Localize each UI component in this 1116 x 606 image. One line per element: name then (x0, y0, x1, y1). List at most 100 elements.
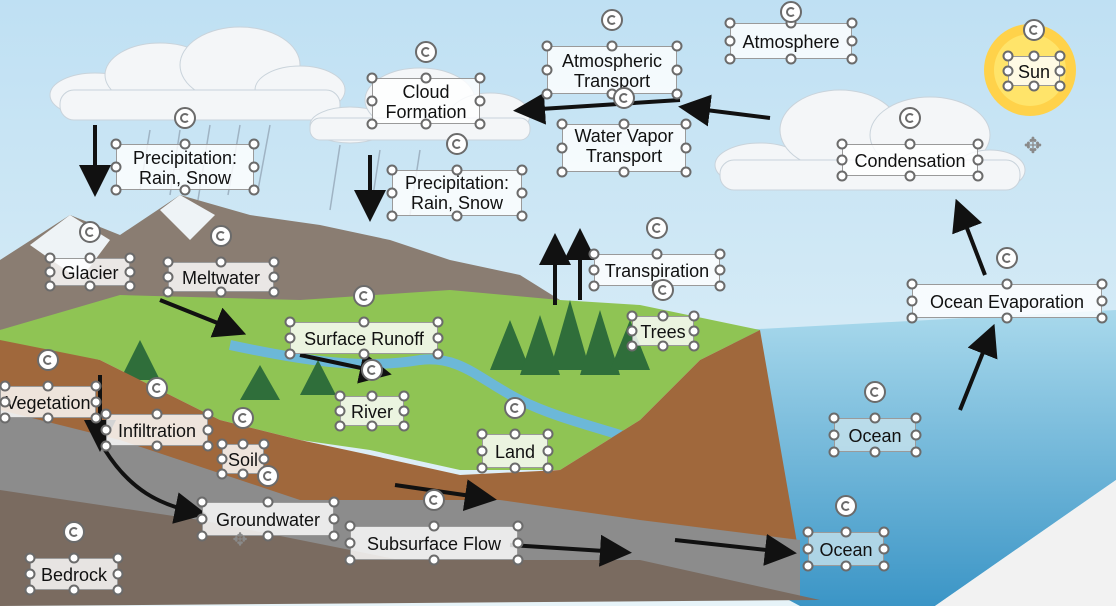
resize-handle-icon[interactable] (196, 513, 208, 525)
resize-handle-icon[interactable] (386, 210, 398, 222)
resize-handle-icon[interactable] (476, 428, 488, 440)
resize-handle-icon[interactable] (972, 154, 984, 166)
rotate-handle-icon[interactable] (504, 397, 526, 419)
resize-handle-icon[interactable] (1096, 312, 1108, 324)
resize-handle-icon[interactable] (828, 429, 840, 441)
resize-handle-icon[interactable] (618, 166, 630, 178)
resize-handle-icon[interactable] (542, 445, 554, 457)
resize-handle-icon[interactable] (432, 316, 444, 328)
rotate-handle-icon[interactable] (835, 495, 857, 517)
resize-handle-icon[interactable] (284, 332, 296, 344)
resize-handle-icon[interactable] (344, 537, 356, 549)
rotate-handle-icon[interactable] (780, 1, 802, 23)
resize-handle-icon[interactable] (671, 40, 683, 52)
resize-handle-icon[interactable] (1096, 278, 1108, 290)
resize-handle-icon[interactable] (366, 420, 378, 432)
resize-handle-icon[interactable] (680, 142, 692, 154)
resize-handle-icon[interactable] (268, 271, 280, 283)
resize-handle-icon[interactable] (44, 266, 56, 278)
resize-handle-icon[interactable] (476, 462, 488, 474)
resize-handle-icon[interactable] (366, 95, 378, 107)
resize-handle-icon[interactable] (366, 72, 378, 84)
resize-handle-icon[interactable] (428, 554, 440, 566)
resize-handle-icon[interactable] (196, 496, 208, 508)
resize-handle-icon[interactable] (334, 390, 346, 402)
rotate-handle-icon[interactable] (210, 225, 232, 247)
resize-handle-icon[interactable] (112, 552, 124, 564)
resize-handle-icon[interactable] (344, 520, 356, 532)
resize-handle-icon[interactable] (588, 248, 600, 260)
label-cloud-formation[interactable]: Cloud Formation (372, 78, 480, 124)
resize-handle-icon[interactable] (262, 530, 274, 542)
resize-handle-icon[interactable] (0, 412, 11, 424)
resize-handle-icon[interactable] (112, 568, 124, 580)
resize-handle-icon[interactable] (714, 248, 726, 260)
resize-handle-icon[interactable] (248, 161, 260, 173)
resize-handle-icon[interactable] (840, 526, 852, 538)
resize-handle-icon[interactable] (910, 429, 922, 441)
resize-handle-icon[interactable] (398, 390, 410, 402)
resize-handle-icon[interactable] (714, 264, 726, 276)
rotate-handle-icon[interactable] (232, 407, 254, 429)
resize-handle-icon[interactable] (90, 412, 102, 424)
resize-handle-icon[interactable] (688, 310, 700, 322)
resize-handle-icon[interactable] (516, 210, 528, 222)
resize-handle-icon[interactable] (724, 17, 736, 29)
resize-handle-icon[interactable] (248, 138, 260, 150)
resize-handle-icon[interactable] (680, 118, 692, 130)
resize-handle-icon[interactable] (606, 40, 618, 52)
resize-handle-icon[interactable] (1054, 80, 1066, 92)
resize-handle-icon[interactable] (68, 552, 80, 564)
resize-handle-icon[interactable] (1028, 80, 1040, 92)
resize-handle-icon[interactable] (262, 496, 274, 508)
resize-handle-icon[interactable] (556, 142, 568, 154)
rotate-handle-icon[interactable] (446, 133, 468, 155)
move-cross-icon[interactable]: ✥ (1023, 133, 1043, 158)
resize-handle-icon[interactable] (1002, 65, 1014, 77)
resize-handle-icon[interactable] (714, 280, 726, 292)
resize-handle-icon[interactable] (1001, 278, 1013, 290)
resize-handle-icon[interactable] (90, 396, 102, 408)
resize-handle-icon[interactable] (237, 468, 249, 480)
rotate-handle-icon[interactable] (361, 359, 383, 381)
resize-handle-icon[interactable] (334, 405, 346, 417)
resize-handle-icon[interactable] (724, 53, 736, 65)
resize-handle-icon[interactable] (420, 118, 432, 130)
rotate-handle-icon[interactable] (864, 381, 886, 403)
resize-handle-icon[interactable] (366, 390, 378, 402)
resize-handle-icon[interactable] (100, 408, 112, 420)
rotate-handle-icon[interactable] (353, 285, 375, 307)
resize-handle-icon[interactable] (215, 286, 227, 298)
rotate-handle-icon[interactable] (613, 87, 635, 109)
resize-handle-icon[interactable] (1002, 50, 1014, 62)
resize-handle-icon[interactable] (626, 340, 638, 352)
resize-handle-icon[interactable] (906, 278, 918, 290)
resize-handle-icon[interactable] (451, 210, 463, 222)
resize-handle-icon[interactable] (68, 584, 80, 596)
resize-handle-icon[interactable] (556, 166, 568, 178)
resize-handle-icon[interactable] (910, 446, 922, 458)
resize-handle-icon[interactable] (258, 453, 270, 465)
resize-handle-icon[interactable] (151, 408, 163, 420)
label-water-vapor-transport[interactable]: Water Vapor Transport (562, 124, 686, 172)
rotate-handle-icon[interactable] (146, 377, 168, 399)
resize-handle-icon[interactable] (90, 380, 102, 392)
resize-handle-icon[interactable] (651, 248, 663, 260)
resize-handle-icon[interactable] (328, 530, 340, 542)
resize-handle-icon[interactable] (110, 184, 122, 196)
resize-handle-icon[interactable] (910, 412, 922, 424)
resize-handle-icon[interactable] (846, 17, 858, 29)
resize-handle-icon[interactable] (671, 64, 683, 76)
resize-handle-icon[interactable] (516, 164, 528, 176)
resize-handle-icon[interactable] (84, 252, 96, 264)
resize-handle-icon[interactable] (846, 35, 858, 47)
resize-handle-icon[interactable] (878, 526, 890, 538)
resize-handle-icon[interactable] (657, 310, 669, 322)
resize-handle-icon[interactable] (124, 266, 136, 278)
rotate-handle-icon[interactable] (257, 465, 279, 487)
resize-handle-icon[interactable] (24, 568, 36, 580)
resize-handle-icon[interactable] (42, 380, 54, 392)
resize-handle-icon[interactable] (671, 88, 683, 100)
resize-handle-icon[interactable] (828, 446, 840, 458)
resize-handle-icon[interactable] (972, 170, 984, 182)
